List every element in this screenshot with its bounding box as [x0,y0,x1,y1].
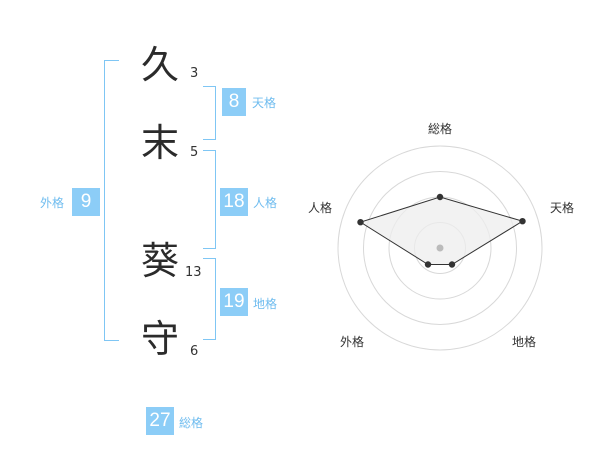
name-char-4: 守 [140,317,179,361]
radar-grid [337,145,543,351]
jinkaku-bracket [203,150,216,249]
radar-label-tenkaku: 天格 [549,201,574,215]
radar-ring [337,145,543,351]
radar-point-chikaku [448,261,456,268]
radar-point-gaikaku [424,261,432,268]
soukaku-score: 27 [146,407,174,435]
radar-ring [388,196,492,300]
tenkaku-bracket [203,86,216,140]
jinkaku-label: 人格 [253,196,278,210]
radar-ring [414,222,466,274]
stroke-count-2: 5 [190,145,199,160]
name-char-2: 末 [140,121,179,165]
name-char-3: 葵 [140,239,179,283]
radar-polygon [359,196,524,265]
radar-label-soukaku: 総格 [427,122,452,136]
gaikaku-label: 外格 [40,196,65,210]
jinkaku-score: 18 [220,188,248,216]
tenkaku-label: 天格 [252,96,277,110]
radar-label-jinkaku: 人格 [307,201,332,215]
radar-point-jinkaku [357,219,364,226]
chikaku-label: 地格 [253,297,278,311]
gaikaku-score: 9 [72,188,100,216]
stroke-count-4: 6 [190,344,199,359]
chikaku-score: 19 [220,288,248,316]
radar-label-chikaku: 地格 [511,335,536,349]
gaikaku-bracket [104,60,119,341]
radar-ring [363,171,517,325]
stroke-count-3: 13 [185,265,202,280]
radar-points [357,193,526,268]
tenkaku-score: 8 [222,88,246,116]
name-char-1: 久 [140,43,179,87]
radar-point-soukaku [436,193,444,201]
chikaku-bracket [203,258,216,340]
soukaku-label: 総格 [179,416,204,430]
radar-center-dot [436,244,444,252]
radar-point-tenkaku [519,218,526,225]
radar-label-gaikaku: 外格 [339,335,364,349]
stroke-count-1: 3 [190,66,199,81]
